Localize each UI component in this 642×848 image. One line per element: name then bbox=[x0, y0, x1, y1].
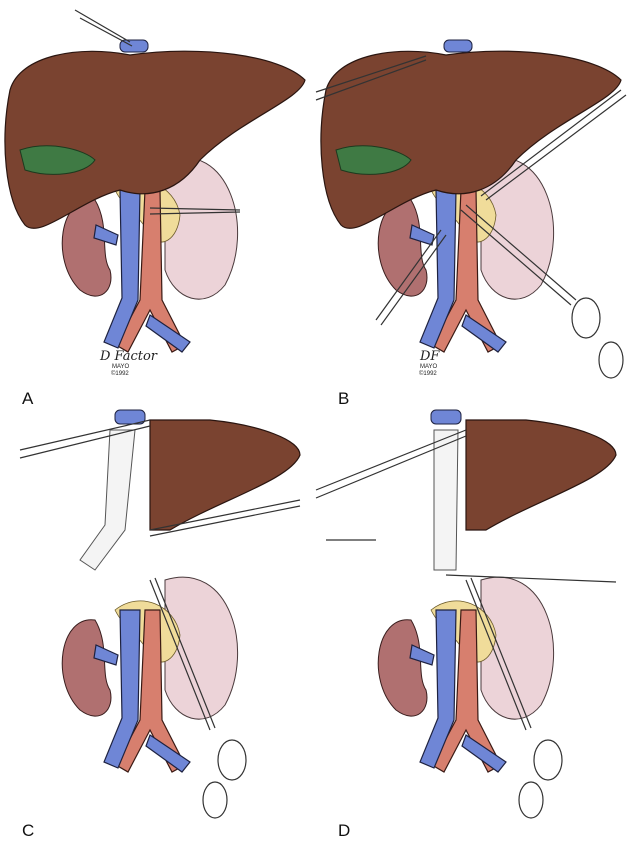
year-b: ©1992 bbox=[419, 370, 437, 377]
liver bbox=[4, 50, 306, 229]
credit-a: MAYO bbox=[112, 364, 130, 370]
panel-b bbox=[315, 39, 627, 379]
panel-label-d: D bbox=[338, 821, 350, 840]
liver bbox=[465, 419, 617, 531]
year-a: ©1992 bbox=[111, 370, 129, 377]
panel-d bbox=[315, 409, 617, 819]
panel-c bbox=[19, 409, 301, 819]
panel-label-a: A bbox=[22, 389, 34, 408]
liver bbox=[149, 419, 301, 531]
signature-a: D Factor bbox=[99, 349, 158, 364]
panel-a bbox=[4, 9, 306, 353]
gallbladder bbox=[335, 145, 412, 175]
signature-b: DF bbox=[419, 349, 440, 364]
vascular-graft bbox=[79, 429, 136, 571]
panel-label-c: C bbox=[22, 821, 34, 840]
panel-label-b: B bbox=[338, 389, 349, 408]
credit-b: MAYO bbox=[420, 364, 438, 370]
liver bbox=[320, 50, 622, 229]
gallbladder bbox=[19, 145, 96, 175]
vascular-graft bbox=[433, 429, 459, 571]
